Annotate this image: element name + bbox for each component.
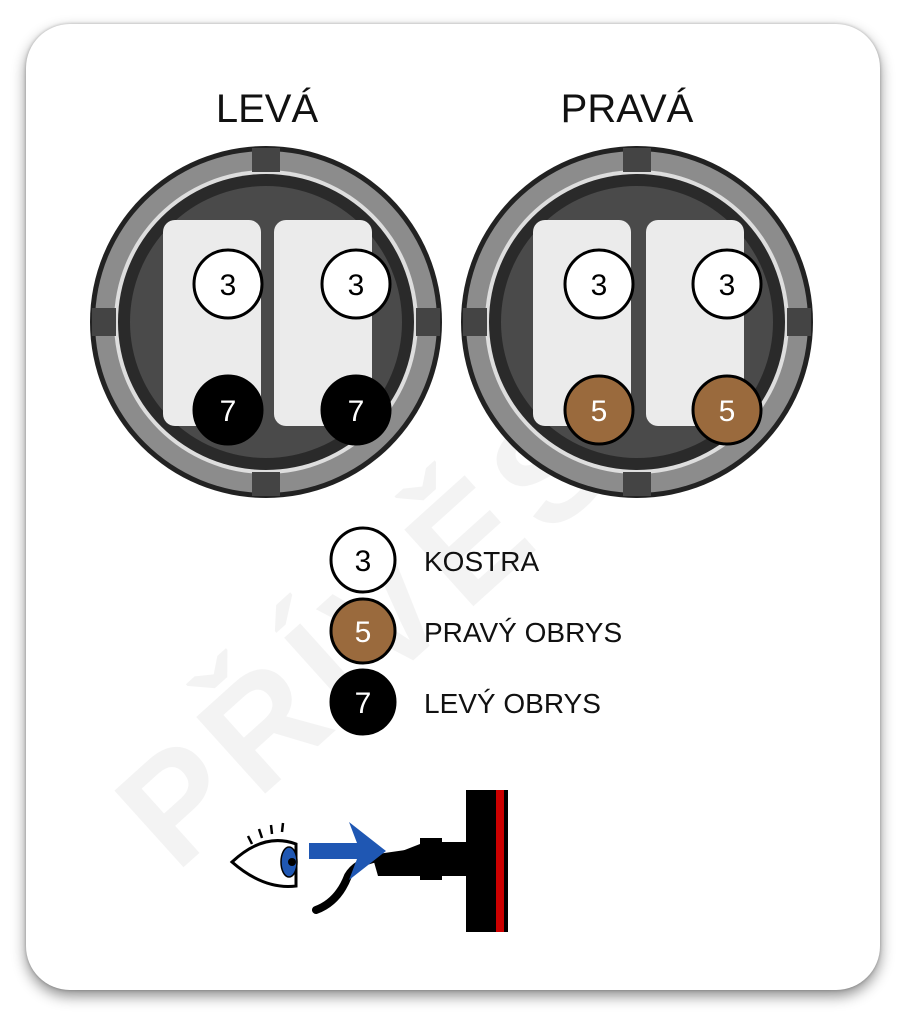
key-notch: [92, 308, 116, 336]
svg-text:3: 3: [719, 269, 736, 302]
key-notch: [416, 308, 440, 336]
key-notch: [623, 472, 651, 496]
svg-text:3: 3: [220, 269, 237, 302]
svg-text:3: 3: [591, 269, 608, 302]
key-notch: [252, 148, 280, 172]
legend-item-levy-obrys: 7 LEVÝ OBRYS: [329, 668, 601, 736]
arrow-right-icon: [309, 822, 386, 880]
legend-label-pravy-obrys: PRAVÝ OBRYS: [424, 617, 622, 648]
diagram-card: PŘÍVĚS LEVÁ PRAVÁ 3 3 7 7: [26, 24, 880, 990]
key-notch: [463, 308, 487, 336]
key-notch: [787, 308, 811, 336]
legend-item-pravy-obrys: 5 PRAVÝ OBRYS: [329, 597, 622, 665]
red-light-strip: [496, 790, 504, 932]
legend-swatch-black: [329, 668, 397, 736]
connector-right: 3 3 5 5: [461, 146, 813, 498]
svg-text:7: 7: [355, 687, 372, 720]
svg-text:3: 3: [355, 545, 372, 578]
legend-swatch-brown: [329, 597, 397, 665]
svg-text:5: 5: [719, 395, 736, 428]
legend-label-levy-obrys: LEVÝ OBRYS: [424, 688, 601, 719]
legend-label-kostra: KOSTRA: [424, 546, 539, 577]
svg-text:5: 5: [355, 616, 372, 649]
pin-3: 3: [691, 248, 763, 320]
legend-swatch-white: [329, 526, 397, 594]
connector-left: 3 3 7 7: [90, 146, 442, 498]
pin-3: 3: [320, 248, 392, 320]
legend-item-kostra: 3 KOSTRA: [329, 526, 539, 594]
pin-3: 3: [192, 248, 264, 320]
svg-text:3: 3: [348, 269, 365, 302]
pin-3: 3: [563, 248, 635, 320]
legend: 3 KOSTRA 5 PRAVÝ OBRYS 7 LEVÝ OBRYS: [329, 526, 622, 736]
pin-7: 7: [192, 374, 264, 446]
title-right: PRAVÁ: [561, 86, 694, 131]
svg-text:5: 5: [591, 395, 608, 428]
pin-5: 5: [563, 374, 635, 446]
pin-5: 5: [691, 374, 763, 446]
pin-7: 7: [320, 374, 392, 446]
tail-lamp-icon: [420, 790, 508, 932]
key-notch: [252, 472, 280, 496]
key-notch: [623, 148, 651, 172]
eye-icon: [229, 822, 298, 888]
title-left: LEVÁ: [216, 86, 319, 131]
svg-text:7: 7: [220, 395, 237, 428]
svg-text:7: 7: [348, 395, 365, 428]
wiring-diagram: PŘÍVĚS LEVÁ PRAVÁ 3 3 7 7: [85, 86, 813, 932]
